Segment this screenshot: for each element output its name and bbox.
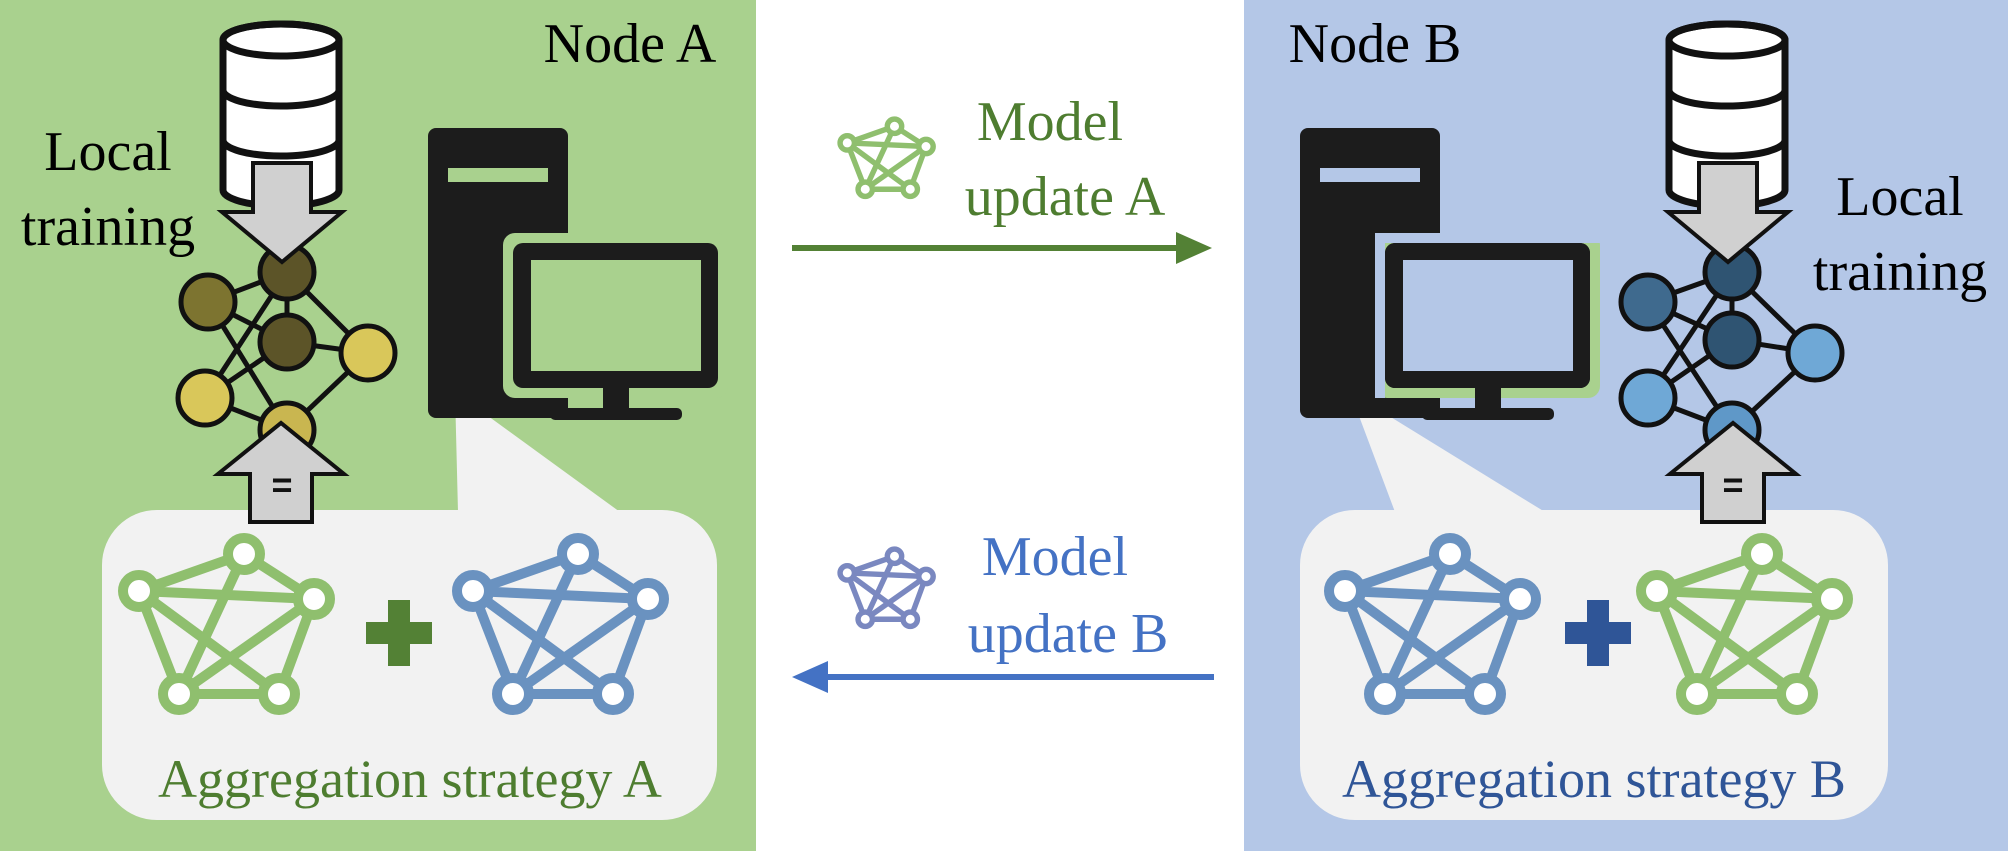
model-update-b-line2: update B <box>968 603 1169 665</box>
model-update-b-arrow <box>792 661 1214 693</box>
node-b-local-training-line2: training <box>1813 241 1987 303</box>
model-update-a-line1: Model <box>977 91 1123 153</box>
model-update-b-line1: Model <box>982 526 1128 588</box>
node-b-equal-arrow <box>1664 420 1802 524</box>
node-b-plus-icon <box>1565 600 1631 666</box>
node-a-equal-symbol: = <box>271 464 292 505</box>
node-a-local-training-arrow <box>216 161 348 265</box>
model-update-b-icon <box>840 549 933 626</box>
node-a-title: Node A <box>544 13 717 75</box>
node-b-local-training-line1: Local <box>1836 166 1963 228</box>
model-update-a-line2: update A <box>965 166 1166 228</box>
node-b-local-training-arrow <box>1662 161 1794 265</box>
node-b-aggregation-label: Aggregation strategy B <box>1342 749 1846 809</box>
node-a-plus-icon <box>366 600 432 666</box>
model-update-a-arrow <box>792 232 1212 264</box>
node-b-equal-symbol: = <box>1722 464 1743 505</box>
node-a-aggregation-label: Aggregation strategy A <box>158 749 662 809</box>
node-b-computer-details <box>1320 168 1600 398</box>
node-b-title: Node B <box>1289 13 1462 75</box>
model-update-a-icon <box>840 119 933 196</box>
node-a-local-training-line2: training <box>21 196 195 258</box>
node-a-local-training-line1: Local <box>44 121 171 183</box>
node-a-equal-arrow <box>212 420 350 524</box>
